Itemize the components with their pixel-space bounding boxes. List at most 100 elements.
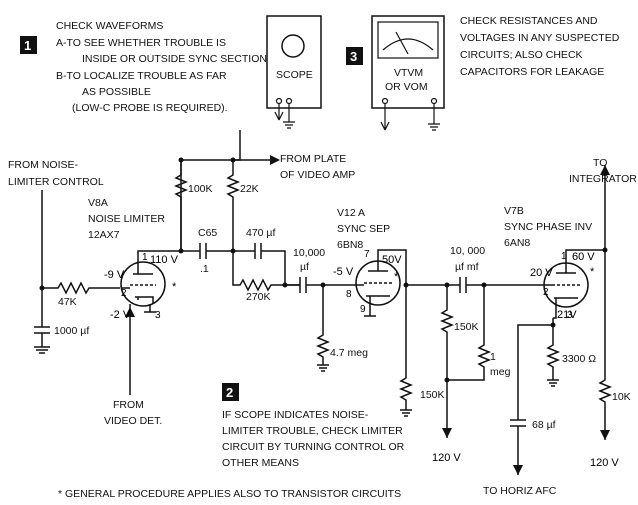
- step-1-line: B-TO LOCALIZE TROUBLE AS FAR: [56, 70, 227, 82]
- voltage-readout: 60 V: [572, 251, 595, 263]
- pin-number: 3: [567, 310, 573, 321]
- r-22k-label: 22K: [240, 183, 259, 195]
- r-150k-label: 150K: [420, 389, 445, 401]
- from-video-det-label: VIDEO DET.: [104, 415, 162, 427]
- voltage-readout: 21V: [557, 309, 577, 321]
- r-100k-label: 100K: [188, 183, 213, 195]
- step-1-line: A-TO SEE WHETHER TROUBLE IS: [56, 37, 226, 49]
- c65-label: C65: [198, 227, 217, 239]
- step-1-note: 1 CHECK WAVEFORMS A-TO SEE WHETHER TROUB…: [20, 20, 267, 114]
- r-150k-label: 150K: [454, 321, 479, 333]
- pin-number: 9: [360, 304, 366, 315]
- noise-limiter-wiring: [34, 130, 340, 395]
- step-3-number: 3: [350, 49, 357, 64]
- tube-type: 6BN8: [337, 239, 363, 251]
- pin-number: 3: [155, 310, 161, 321]
- step-1-line: CHECK WAVEFORMS: [56, 20, 163, 32]
- step-1-line: (LOW-C PROBE IS REQUIRED).: [72, 102, 228, 114]
- step-3-note: 3 CHECK RESISTANCES AND VOLTAGES IN ANY …: [346, 15, 620, 78]
- tube-type: 6AN8: [504, 237, 530, 249]
- from-plate-label: FROM PLATE: [280, 153, 346, 165]
- r-3300-label: 3300 Ω: [562, 353, 596, 365]
- c-470-label: 470 µf: [246, 227, 275, 239]
- step-1-badge: [20, 36, 37, 54]
- asterisk-mark: *: [590, 266, 595, 278]
- step-1-number: 1: [24, 38, 31, 53]
- footnote: * GENERAL PROCEDURE APPLIES ALSO TO TRAN…: [58, 488, 401, 500]
- c-10000-label: µf: [300, 261, 309, 273]
- step-1-line: AS POSSIBLE: [82, 86, 151, 98]
- step-3-line: CHECK RESISTANCES AND: [460, 15, 598, 27]
- scope-label: SCOPE: [276, 69, 313, 81]
- step-2-badge: [222, 383, 239, 401]
- voltage-readout: 50V: [382, 254, 402, 266]
- step-2-line: IF SCOPE INDICATES NOISE-: [222, 409, 369, 421]
- voltage-readout: -2 V: [110, 309, 131, 321]
- v7b-tube: [510, 165, 613, 475]
- to-integrator-label: TO: [593, 157, 607, 169]
- step-3-line: VOLTAGES IN ANY SUSPECTED: [460, 32, 620, 44]
- to-integrator-label: INTEGRATOR: [569, 173, 637, 185]
- step-1-line: INSIDE OR OUTSIDE SYNC SECTION: [82, 53, 267, 65]
- v12a-tube-label: V12 A SYNC SEP 6BN8: [337, 207, 390, 251]
- pin-number: 7: [364, 249, 370, 260]
- r-1meg-label: meg: [490, 366, 511, 378]
- to-horiz-afc-label: TO HORIZ AFC: [483, 485, 557, 497]
- vtvm-meter-icon: VTVM OR VOM: [371, 15, 445, 131]
- pin-number: 2: [543, 287, 549, 298]
- vtvm-label: OR VOM: [385, 81, 428, 93]
- voltage-labels: 110 V -9 V -2 V 50V -5 V 60 V 20 V 21V 1…: [104, 251, 619, 469]
- tube-function: NOISE LIMITER: [88, 213, 165, 225]
- tube-name: V8A: [88, 197, 108, 209]
- tube-type: 12AX7: [88, 229, 120, 241]
- supply-voltage: 120 V: [432, 452, 461, 464]
- step-3-badge: [346, 47, 363, 65]
- step-2-line: CIRCUIT BY TURNING CONTROL OR: [222, 441, 405, 453]
- asterisk-mark: *: [394, 271, 399, 283]
- pin-number: 2: [121, 288, 127, 299]
- asterisk-mark: *: [172, 281, 177, 293]
- pin-number: 1: [561, 251, 567, 262]
- r-47k-label: 47K: [58, 296, 77, 308]
- v12a-tube: [340, 249, 530, 438]
- component-labels: 100K 22K C65 .1 470 µf 270K 10,000 µf 47…: [54, 183, 631, 431]
- c-1000-label: 1000 µf: [54, 325, 89, 337]
- from-plate-label: OF VIDEO AMP: [280, 169, 355, 181]
- step-2-line: LIMITER TROUBLE, CHECK LIMITER: [222, 425, 403, 437]
- scope-icon: SCOPE: [266, 15, 322, 129]
- step-2-line: OTHER MEANS: [222, 457, 299, 469]
- c-01-label: .1: [200, 263, 209, 275]
- v7b-tube-label: V7B SYNC PHASE INV 6AN8: [504, 205, 592, 249]
- voltage-readout: -9 V: [104, 269, 125, 281]
- vtvm-label: VTVM: [394, 67, 423, 79]
- tube-name: V12 A: [337, 207, 365, 219]
- tube-function: SYNC PHASE INV: [504, 221, 592, 233]
- step-3-line: CAPACITORS FOR LEAKAGE: [460, 66, 604, 78]
- v8a-tube-label: V8A NOISE LIMITER 12AX7: [88, 197, 165, 241]
- r-10k-label: 10K: [612, 391, 631, 403]
- c-10000-2-label: 10, 000: [450, 245, 485, 257]
- pin-number: 8: [346, 289, 352, 300]
- r-47meg-label: 4.7 meg: [330, 347, 368, 359]
- pin-numbers: 1 2 3 7 8 9 1 2 3: [121, 249, 573, 321]
- from-video-det-label: FROM: [113, 399, 144, 411]
- v8a-tube: [120, 261, 166, 307]
- tube-function: SYNC SEP: [337, 223, 390, 235]
- pin-number: 1: [142, 252, 148, 263]
- step-2-note: 2 IF SCOPE INDICATES NOISE- LIMITER TROU…: [222, 383, 405, 469]
- from-noise-limiter-label: LIMITER CONTROL: [8, 176, 104, 188]
- step-2-number: 2: [226, 385, 233, 400]
- step-3-line: CIRCUITS; ALSO CHECK: [460, 49, 583, 61]
- r-1meg-label: 1: [490, 351, 496, 363]
- from-noise-limiter-label: FROM NOISE-: [8, 159, 79, 171]
- r-270k-label: 270K: [246, 291, 271, 303]
- voltage-readout: 20 V: [530, 267, 553, 279]
- c-68-label: 68 µf: [532, 419, 556, 431]
- voltage-readout: 110 V: [150, 254, 179, 266]
- supply-voltage: 120 V: [590, 457, 619, 469]
- tube-name: V7B: [504, 205, 524, 217]
- voltage-readout: -5 V: [333, 266, 354, 278]
- c-10000-2-label: µf mf: [455, 261, 479, 273]
- c-10000-label: 10,000: [293, 247, 325, 259]
